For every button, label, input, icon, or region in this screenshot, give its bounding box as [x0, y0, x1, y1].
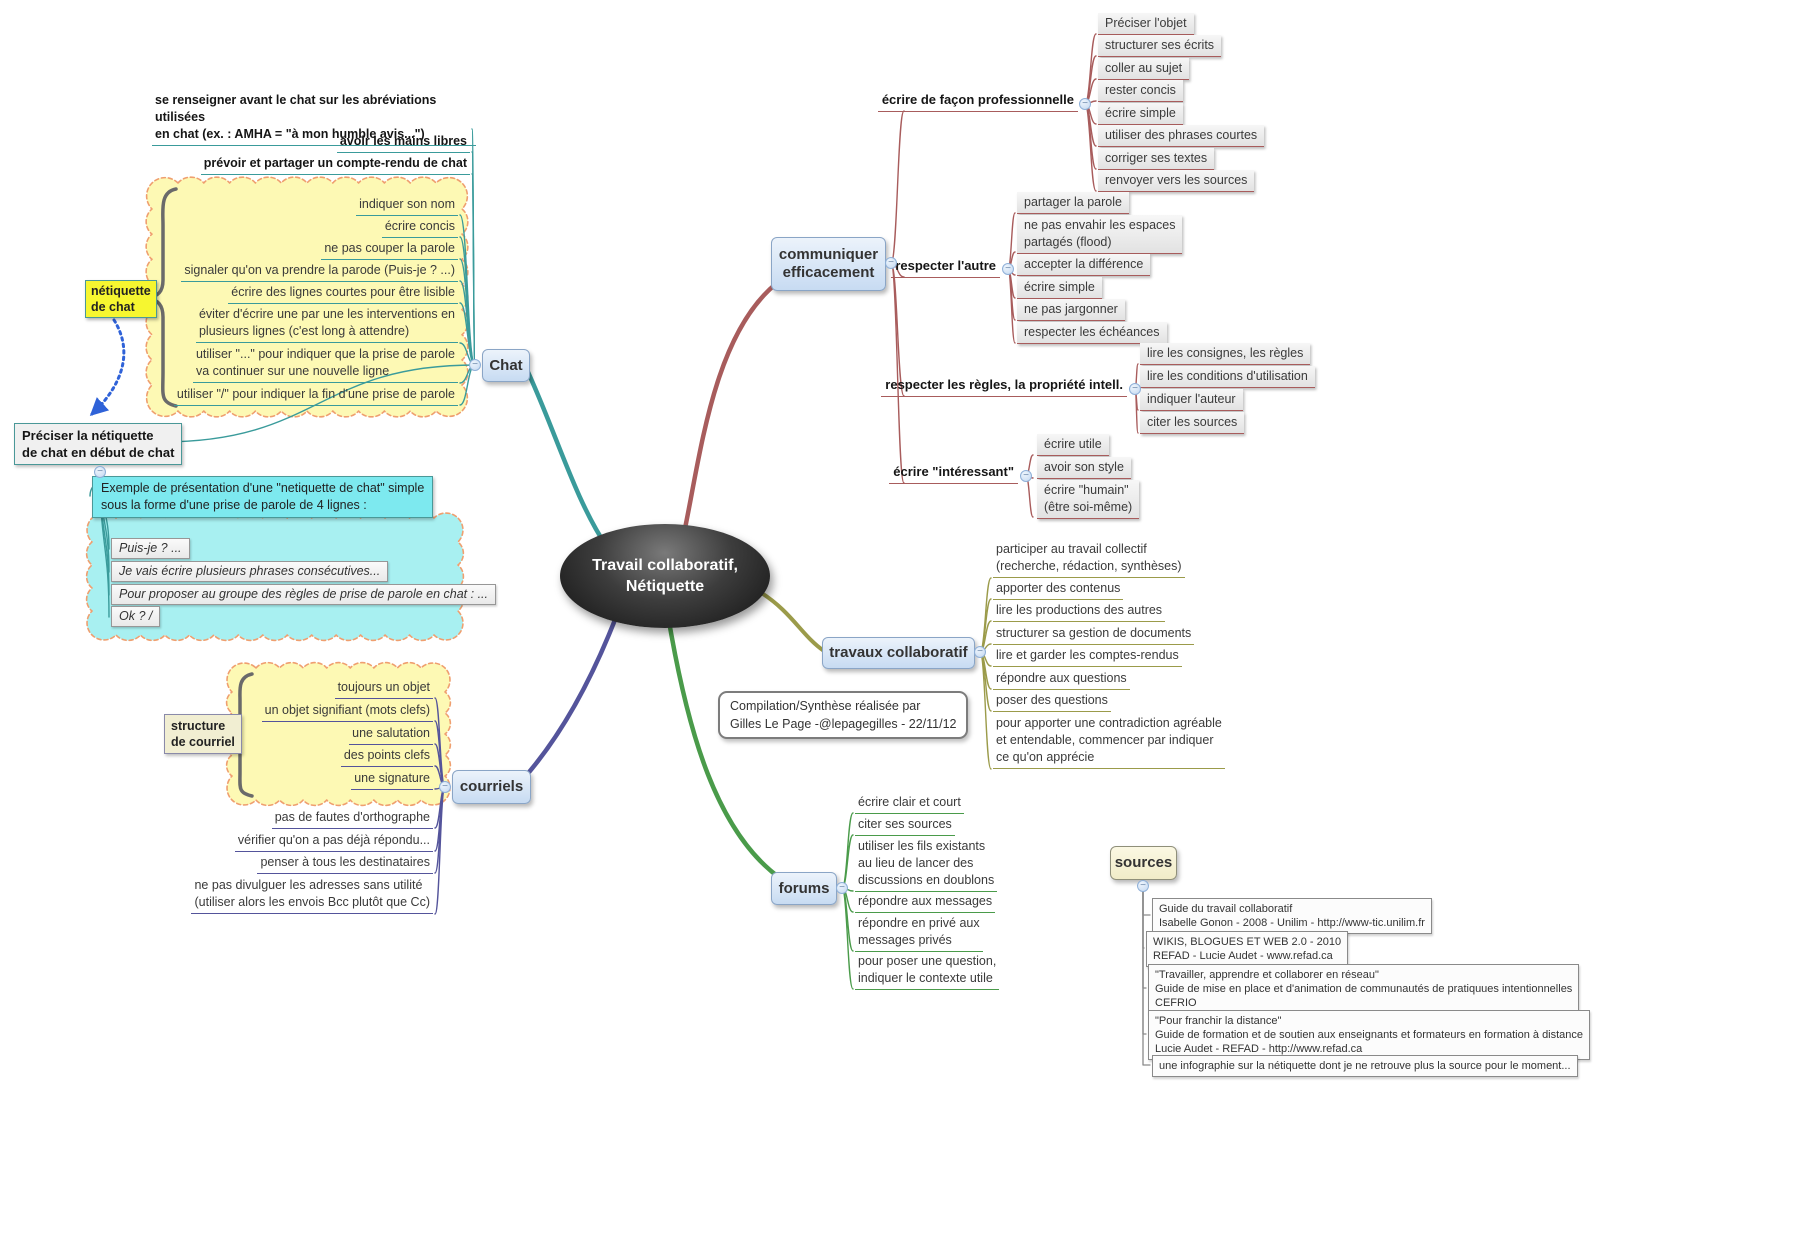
comm-item[interactable]: corriger ses textes [1098, 148, 1215, 170]
collapse-button[interactable]: − [1020, 470, 1032, 482]
comm-group-label[interactable]: écrire "intéressant" [889, 464, 1018, 484]
courriel-item[interactable]: penser à tous les destinataires [257, 854, 433, 874]
courriel-structure-item[interactable]: une salutation [349, 725, 433, 745]
forum-item[interactable]: écrire clair et court [855, 794, 964, 814]
comm-item[interactable]: indiquer l'auteur [1140, 389, 1243, 411]
courriel-structure-item[interactable]: un objet signifiant (mots clefs) [261, 702, 433, 722]
courriel-item[interactable]: pas de fautes d'orthographe [271, 809, 433, 829]
comm-item[interactable]: écrire simple [1098, 103, 1183, 125]
chat-tip[interactable]: avoir les mains libres [336, 133, 470, 153]
forum-item[interactable]: répondre en privé aux messages privés [855, 915, 983, 952]
collapse-button[interactable]: − [1002, 263, 1014, 275]
topic-communiquer[interactable]: communiquer efficacement [771, 237, 886, 291]
collapse-button[interactable]: − [1129, 383, 1141, 395]
source-item[interactable]: Guide du travail collaboratif Isabelle G… [1152, 898, 1432, 934]
travaux-item[interactable]: participer au travail collectif (recherc… [993, 541, 1185, 578]
collapse-button[interactable]: − [1137, 880, 1149, 892]
comm-item[interactable]: Préciser l'objet [1098, 13, 1194, 35]
comm-item[interactable]: écrire simple [1017, 277, 1102, 299]
exemple-line[interactable]: Ok ? / [111, 606, 161, 627]
exemple-intro-node[interactable]: Exemple de présentation d'une "netiquett… [92, 476, 434, 518]
travaux-item[interactable]: répondre aux questions [993, 670, 1130, 690]
chat-tip[interactable]: prévoir et partager un compte-rendu de c… [200, 155, 470, 175]
comm-item[interactable]: structurer ses écrits [1098, 35, 1222, 57]
source-item[interactable]: "Travailler, apprendre et collaborer en … [1148, 964, 1580, 1014]
comm-group-label[interactable]: respecter l'autre [891, 258, 1000, 278]
chat-cloud-item[interactable]: utiliser "..." pour indiquer que la pris… [192, 346, 458, 383]
comm-item[interactable]: partager la parole [1017, 192, 1129, 214]
chat-cloud-item[interactable]: signaler qu'on va prendre la parode (Pui… [181, 262, 458, 282]
central-topic[interactable]: Travail collaboratif, Nétiquette [560, 524, 770, 628]
forum-item[interactable]: répondre aux messages [855, 893, 996, 913]
travaux-item[interactable]: lire et garder les comptes-rendus [993, 647, 1182, 667]
courriel-structure-item[interactable]: des points clefs [340, 747, 433, 767]
source-item[interactable]: "Pour franchir la distance" Guide de for… [1148, 1010, 1591, 1060]
collapse-button[interactable]: − [885, 257, 897, 269]
source-item[interactable]: WIKIS, BLOGUES ET WEB 2.0 - 2010 REFAD -… [1146, 931, 1349, 967]
travaux-item[interactable]: poser des questions [993, 692, 1111, 712]
travaux-item[interactable]: pour apporter une contradiction agréable… [993, 715, 1225, 769]
chat-cloud-item[interactable]: ne pas couper la parole [321, 240, 458, 260]
comm-item[interactable]: renvoyer vers les sources [1098, 170, 1255, 192]
topic-forums[interactable]: forums [771, 872, 837, 905]
comm-item[interactable]: écrire utile [1037, 434, 1109, 456]
chat-tip[interactable]: se renseigner avant le chat sur les abré… [152, 92, 476, 146]
topic-chat[interactable]: Chat [482, 349, 530, 382]
comm-item[interactable]: rester concis [1098, 80, 1183, 102]
comm-item[interactable]: utiliser des phrases courtes [1098, 125, 1265, 147]
comm-item[interactable]: lire les conditions d'utilisation [1140, 366, 1315, 388]
chat-cloud-item[interactable]: écrire concis [381, 218, 458, 238]
comm-item[interactable]: accepter la différence [1017, 254, 1151, 276]
comm-item[interactable]: avoir son style [1037, 457, 1131, 479]
comm-item[interactable]: écrire "humain" (être soi-même) [1037, 480, 1140, 519]
chat-cloud-item[interactable]: écrire des lignes courtes pour être lisi… [228, 284, 458, 304]
courriel-structure-item[interactable]: une signature [351, 770, 433, 790]
travaux-item[interactable]: structurer sa gestion de documents [993, 625, 1195, 645]
comm-item[interactable]: coller au sujet [1098, 58, 1190, 80]
topic-sources[interactable]: sources [1110, 846, 1177, 880]
courriel-item[interactable]: ne pas divulguer les adresses sans utili… [191, 877, 433, 914]
travaux-item[interactable]: apporter des contenus [993, 580, 1124, 600]
source-item[interactable]: une infographie sur la nétiquette dont j… [1152, 1055, 1578, 1077]
compilation-note[interactable]: Compilation/Synthèse réalisée par Gilles… [718, 691, 969, 739]
comm-group-label[interactable]: écrire de façon professionnelle [877, 92, 1078, 112]
courriel-structure-item[interactable]: toujours un objet [334, 679, 433, 699]
comm-item[interactable]: respecter les échéances [1017, 322, 1167, 344]
comm-group-label[interactable]: respecter les règles, la propriété intel… [881, 377, 1127, 397]
comm-item[interactable]: lire les consignes, les règles [1140, 343, 1311, 365]
comm-item[interactable]: ne pas envahir les espaces partagés (flo… [1017, 215, 1183, 254]
structure-de-courriel-label[interactable]: structure de courriel [164, 714, 242, 754]
exemple-line[interactable]: Je vais écrire plusieurs phrases consécu… [111, 561, 389, 582]
collapse-button[interactable]: − [1079, 98, 1091, 110]
forum-item[interactable]: utiliser les fils existants au lieu de l… [855, 838, 998, 892]
courriel-item[interactable]: vérifier qu'on a pas déjà répondu... [234, 832, 433, 852]
forum-item[interactable]: pour poser une question, indiquer le con… [855, 953, 1000, 990]
preciser-netiquette-node[interactable]: Préciser la nétiquette de chat en début … [14, 423, 183, 465]
travaux-item[interactable]: lire les productions des autres [993, 602, 1166, 622]
chat-cloud-item[interactable]: indiquer son nom [356, 196, 458, 216]
comm-item[interactable]: ne pas jargonner [1017, 299, 1125, 321]
chat-cloud-item[interactable]: éviter d'écrire une par une les interven… [195, 306, 458, 343]
chat-cloud-item[interactable]: utiliser "/" pour indiquer la fin d'une … [173, 386, 458, 406]
comm-item[interactable]: citer les sources [1140, 412, 1245, 434]
topic-courriels[interactable]: courriels [452, 770, 531, 804]
netiquette-de-chat-label[interactable]: nétiquette de chat [85, 280, 157, 318]
exemple-line[interactable]: Pour proposer au groupe des règles de pr… [111, 584, 496, 605]
collapse-button[interactable]: − [439, 781, 451, 793]
collapse-button[interactable]: − [974, 646, 986, 658]
exemple-line[interactable]: Puis-je ? ... [111, 538, 190, 559]
forum-item[interactable]: citer ses sources [855, 816, 955, 836]
collapse-button[interactable]: − [836, 882, 848, 894]
collapse-button[interactable]: − [469, 359, 481, 371]
collapse-button[interactable]: − [94, 466, 106, 478]
topic-travaux[interactable]: travaux collaboratif [822, 637, 975, 669]
